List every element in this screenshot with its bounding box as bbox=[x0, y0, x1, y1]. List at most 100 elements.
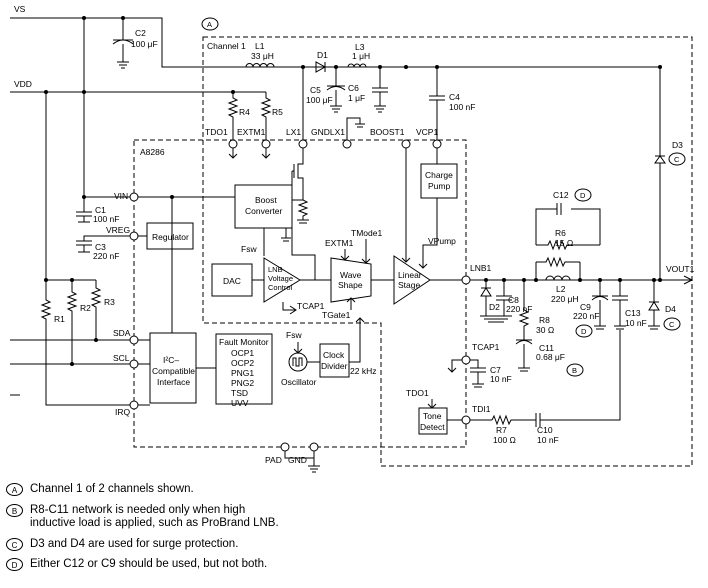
clock-freq-label: 22 kHz bbox=[350, 366, 376, 376]
r8-value: 30 Ω bbox=[536, 325, 554, 335]
pin-tdo1-top: TDO1 bbox=[205, 127, 228, 137]
r8-ref: R8 bbox=[539, 315, 550, 325]
c8-value: 220 nF bbox=[506, 304, 532, 314]
l3-value: 1 μH bbox=[352, 51, 370, 61]
r1-ref: R1 bbox=[54, 314, 65, 324]
fault-item-ocp1: OCP1 bbox=[231, 348, 254, 358]
mosfet bbox=[291, 148, 304, 192]
marker-c-d4: C bbox=[663, 317, 681, 331]
pin-pad: PAD bbox=[265, 455, 282, 465]
channel-boundary bbox=[202, 36, 693, 467]
marker-c-d3: C bbox=[668, 152, 686, 166]
l1-ref: L1 bbox=[255, 41, 265, 51]
note-c: C D3 and D4 are used for surge protectio… bbox=[6, 537, 426, 559]
r6-value: 15 Ω bbox=[555, 238, 573, 248]
fsw-label-a: Fsw bbox=[241, 244, 257, 254]
tdo1-bottom: TDO1 bbox=[406, 388, 429, 398]
pin-vin: VIN bbox=[114, 191, 128, 201]
i2c-label-1: I²C– bbox=[163, 355, 179, 365]
oscillator-label: Oscillator bbox=[281, 377, 317, 387]
c4-value: 100 nF bbox=[449, 102, 475, 112]
i2c-label-3: Interface bbox=[157, 377, 190, 387]
channel-label: Channel 1 bbox=[207, 41, 246, 51]
pin-irq: IRQ bbox=[115, 407, 131, 417]
regulator-label: Regulator bbox=[152, 232, 189, 242]
diode-d3 bbox=[654, 150, 666, 280]
fault-item-ocp2: OCP2 bbox=[231, 358, 254, 368]
d4-ref: D4 bbox=[665, 304, 676, 314]
pin-tcap1: TCAP1 bbox=[472, 342, 500, 352]
fault-item-png1: PNG1 bbox=[231, 368, 254, 378]
c5-ref: C5 bbox=[310, 85, 321, 95]
note-text: D3 and D4 are used for surge protection. bbox=[30, 537, 239, 550]
inductor-l1 bbox=[245, 63, 275, 68]
pin-sda: SDA bbox=[113, 328, 131, 338]
fault-item-tsd: TSD bbox=[231, 388, 248, 398]
c13-ref: C13 bbox=[625, 308, 641, 318]
vdd-net-label: VDD bbox=[14, 79, 32, 89]
extm1-signal: EXTM1 bbox=[325, 238, 354, 248]
tcap1-signal: TCAP1 bbox=[297, 301, 325, 311]
dac-label: DAC bbox=[223, 276, 241, 286]
d3-ref: D3 bbox=[672, 140, 683, 150]
chip-boundary bbox=[133, 139, 467, 448]
diode-d2 bbox=[480, 280, 492, 316]
c6-value: 1 μF bbox=[348, 93, 365, 103]
c7-ref: C7 bbox=[490, 365, 501, 375]
resistor-r4 bbox=[227, 92, 239, 140]
tmode1-signal: TMode1 bbox=[351, 228, 382, 238]
d2-ref: D2 bbox=[489, 302, 500, 312]
wave-shape-label-1: Wave bbox=[340, 270, 362, 280]
lnb-control-label-2: Voltage bbox=[268, 274, 293, 283]
lnb-control-label-3: Control bbox=[268, 283, 293, 292]
c6-ref: C6 bbox=[348, 83, 359, 93]
resistor-r6 bbox=[536, 256, 580, 268]
diode-d4 bbox=[648, 280, 660, 330]
i2c-interface-block bbox=[149, 332, 197, 404]
c2-ref: C2 bbox=[135, 28, 146, 38]
resistor-r7 bbox=[491, 330, 621, 427]
c9-value: 220 nF bbox=[573, 311, 599, 321]
fault-item-png2: PNG2 bbox=[231, 378, 254, 388]
svg-text:C: C bbox=[669, 320, 675, 329]
d1-ref: D1 bbox=[317, 50, 328, 60]
note-text: Channel 1 of 2 channels shown. bbox=[30, 483, 194, 495]
pin-scl: SCL bbox=[113, 353, 130, 363]
note-b: B R8-C11 network is needed only when hig… bbox=[6, 503, 426, 538]
c13-value: 10 nF bbox=[625, 318, 647, 328]
c9-ref: C9 bbox=[580, 302, 591, 312]
regulator-block bbox=[146, 222, 194, 250]
fault-monitor-title: Fault Monitor bbox=[219, 337, 269, 347]
r2-ref: R2 bbox=[80, 303, 91, 313]
l1-value: 33 μH bbox=[251, 51, 274, 61]
c4-ref: C4 bbox=[449, 92, 460, 102]
dac-block bbox=[211, 263, 253, 297]
oscillator-symbol bbox=[288, 352, 308, 372]
boost-converter-label-1: Boost bbox=[255, 195, 277, 205]
wave-shape-block bbox=[330, 257, 372, 303]
c1-ref: C1 bbox=[95, 205, 106, 215]
inductor-l2 bbox=[545, 275, 571, 281]
pin-extm1-top: EXTM1 bbox=[237, 127, 266, 137]
pin-vcp1: VCP1 bbox=[416, 127, 438, 137]
r5-ref: R5 bbox=[272, 107, 283, 117]
fault-monitor-block bbox=[215, 333, 273, 405]
lnb-control-label-1: LNB bbox=[268, 265, 283, 274]
i2c-label-2: Compatible bbox=[152, 366, 195, 376]
lnb-voltage-control-block bbox=[263, 257, 301, 303]
l3-ref: L3 bbox=[355, 42, 365, 52]
c10-value: 10 nF bbox=[537, 435, 559, 445]
tone-detect-label-2: Detect bbox=[420, 422, 445, 432]
note-marker: D bbox=[6, 558, 23, 571]
fsw-label-b: Fsw bbox=[286, 330, 302, 340]
svg-text:D: D bbox=[580, 191, 586, 200]
vout-net-label: VOUT1 bbox=[666, 264, 695, 274]
note-text: R8-C11 network is needed only when high … bbox=[30, 503, 279, 529]
l2-value: 220 μH bbox=[551, 294, 579, 304]
note-d: D Either C12 or C9 should be used, but n… bbox=[6, 558, 426, 579]
inductor-l3 bbox=[347, 63, 367, 68]
wave-shape-label-2: Shape bbox=[338, 280, 363, 290]
vs-net-label: VS bbox=[14, 4, 26, 14]
c11-value: 0.68 μF bbox=[536, 352, 565, 362]
r4-ref: R4 bbox=[239, 107, 250, 117]
